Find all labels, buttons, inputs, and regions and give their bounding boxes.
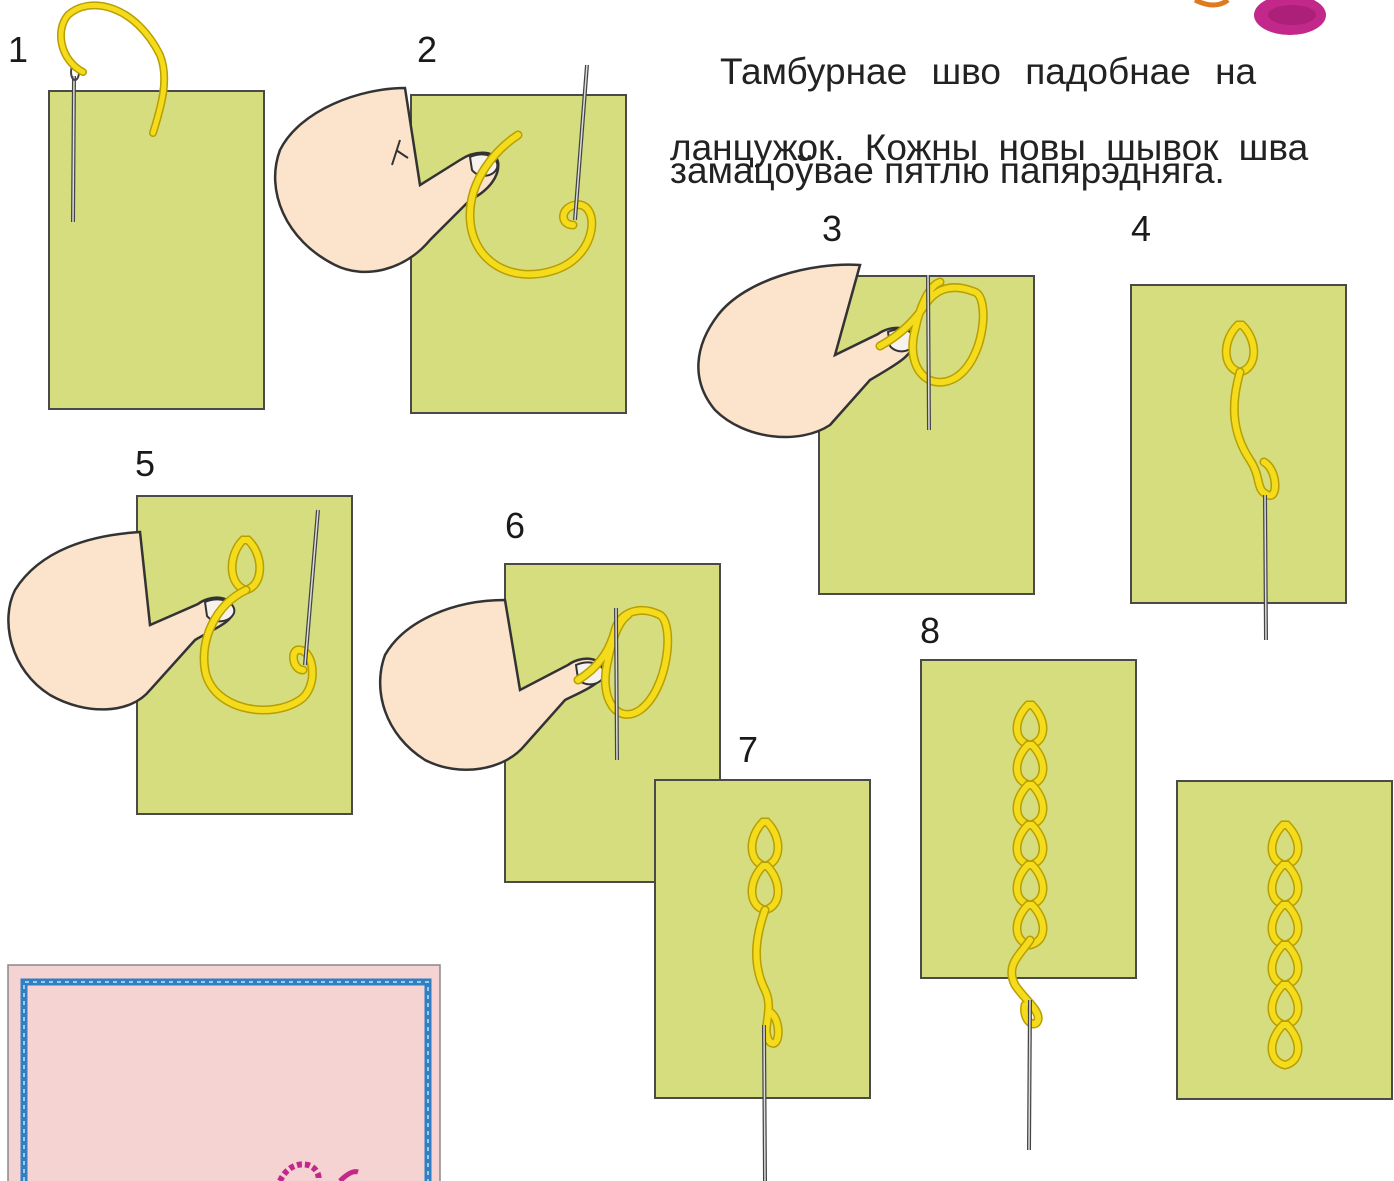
finished-chain-stitch bbox=[1177, 781, 1392, 1099]
step-3: 3 bbox=[698, 208, 1034, 594]
needle bbox=[928, 275, 929, 430]
step-number: 1 bbox=[8, 29, 28, 70]
step-2: 2 bbox=[275, 29, 626, 413]
fabric-piece bbox=[49, 91, 264, 409]
yarn-skein-icon bbox=[1195, 0, 1326, 35]
step-number: 4 bbox=[1131, 208, 1151, 249]
step-4: 4 bbox=[1131, 208, 1346, 640]
embroidered-sample bbox=[8, 965, 440, 1181]
step-number: 5 bbox=[135, 443, 155, 484]
step-7: 7 bbox=[655, 729, 870, 1181]
step-1: 1 bbox=[8, 5, 264, 409]
step-number: 6 bbox=[505, 505, 525, 546]
step-number: 7 bbox=[738, 729, 758, 770]
step-number: 3 bbox=[822, 208, 842, 249]
step-number: 8 bbox=[920, 610, 940, 651]
needle bbox=[616, 608, 617, 760]
step-number: 2 bbox=[417, 29, 437, 70]
fabric-piece bbox=[411, 95, 626, 413]
needle bbox=[764, 1025, 765, 1181]
step-5: 5 bbox=[8, 443, 352, 814]
needle bbox=[1265, 495, 1266, 640]
needle bbox=[1029, 1000, 1030, 1150]
step-8: 8 bbox=[920, 610, 1136, 1150]
